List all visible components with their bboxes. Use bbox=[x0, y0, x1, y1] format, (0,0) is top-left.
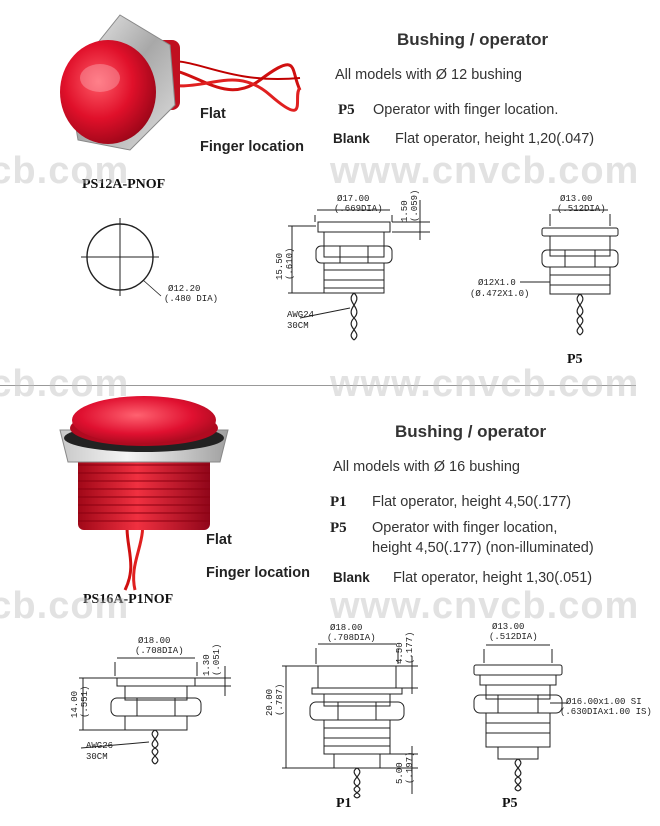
watermark-6: www.cnvcb.com bbox=[330, 585, 640, 627]
section-1: Flat Finger location PS12A-PNOF Bushing … bbox=[0, 0, 660, 385]
option-desc-p5-2: Operator with finger location, bbox=[372, 520, 558, 536]
p1-side-drawing bbox=[282, 643, 418, 799]
watermark-3: www.cnvcb.com bbox=[0, 363, 130, 405]
ps16a-side-drawing bbox=[79, 657, 231, 765]
option-desc-p5-2-line2: height 4,50(.177) (non-illuminated) bbox=[372, 540, 594, 556]
flat-label-1: Flat bbox=[200, 106, 226, 122]
p1-bottom-height-mm: 5.00 bbox=[395, 762, 405, 784]
option-desc-p1: Flat operator, height 4,50(.177) bbox=[372, 494, 572, 510]
ps16a-total-height-mm: 14.00 bbox=[70, 690, 80, 718]
ps12a-top-dia-in: (.669DIA) bbox=[334, 204, 383, 214]
p5-caption-1: P5 bbox=[567, 352, 583, 367]
p1-total-height-mm: 20.00 bbox=[265, 688, 275, 716]
flat-label-2: Flat bbox=[206, 532, 232, 548]
option-code-p1: P1 bbox=[330, 494, 347, 510]
watermark-1: www.cnvcb.com bbox=[0, 150, 130, 192]
ps12a-top-height-mm: 1.50 bbox=[400, 200, 410, 222]
option-code-p5-2: P5 bbox=[330, 520, 347, 536]
section-2: Flat Finger location PS16A-P1NOF Bushing… bbox=[0, 386, 660, 826]
ps16a-total-height-wrap: 14.00 bbox=[70, 691, 80, 718]
ps12a-total-height-in: (.610) bbox=[285, 247, 295, 280]
ps12a-total-height-wrap: 15.50 bbox=[275, 253, 285, 280]
option-desc-p5: Operator with finger location. bbox=[373, 102, 559, 118]
option-desc-blank-2: Flat operator, height 1,30(.051) bbox=[393, 570, 593, 586]
circle-dim-mm: Ø12.20 bbox=[168, 284, 201, 294]
ps16a-wire-length: 30CM bbox=[86, 752, 108, 762]
ps12a-product-photo bbox=[60, 14, 302, 151]
ps12a-total-height-mm: 15.50 bbox=[275, 252, 285, 280]
watermark-2: www.cnvcb.com bbox=[330, 150, 640, 192]
ps12a-side-drawing bbox=[288, 200, 430, 341]
p1-top-height-wrap: 4.50 bbox=[395, 642, 405, 664]
p5-1-thread-mm: Ø12X1.0 bbox=[478, 278, 516, 288]
section2-heading: Bushing / operator bbox=[395, 422, 547, 441]
model-name-ps16a: PS16A-P1NOF bbox=[83, 592, 174, 607]
p1-total-height-wrap: 20.00 bbox=[265, 689, 275, 716]
p1-bottom-height-in-wrap: (.197) bbox=[405, 752, 415, 784]
ps16a-wire-gauge: AWG26 bbox=[86, 741, 114, 751]
section-divider bbox=[0, 385, 636, 386]
ps16a-total-height-in: (.551) bbox=[80, 685, 90, 718]
section1-heading: Bushing / operator bbox=[397, 30, 549, 49]
ps16a-top-dia-mm: Ø18.00 bbox=[138, 636, 171, 646]
option-desc-blank: Flat operator, height 1,20(.047) bbox=[395, 131, 595, 147]
p1-top-dia-mm: Ø18.00 bbox=[330, 623, 363, 633]
p1-top-height-in: (.177) bbox=[405, 631, 415, 664]
p1-total-height-in: (.787) bbox=[275, 683, 285, 716]
p1-total-height-in-wrap: (.787) bbox=[275, 684, 285, 716]
p5-1-top-dia-in: (.512DIA) bbox=[557, 204, 606, 214]
section2-intro: All models with Ø 16 bushing bbox=[333, 459, 520, 475]
model-name-ps12a: PS12A-PNOF bbox=[82, 177, 166, 192]
ps12a-total-height-in-wrap: (.610) bbox=[285, 248, 295, 280]
ps16a-top-height-wrap: 1.30 bbox=[202, 654, 212, 676]
ps12a-top-dia-mm: Ø17.00 bbox=[337, 194, 370, 204]
watermark-4: www.cnvcb.com bbox=[330, 363, 640, 405]
ps16a-top-height-in: (.051) bbox=[212, 643, 222, 676]
ps16a-total-height-in-wrap: (.551) bbox=[80, 686, 90, 718]
p1-bottom-height-wrap: 5.00 bbox=[395, 762, 405, 784]
p5-2-top-dia-mm: Ø13.00 bbox=[492, 622, 525, 632]
p5-2-top-dia-in: (.512DIA) bbox=[489, 632, 538, 642]
p1-top-height-mm: 4.50 bbox=[395, 642, 405, 664]
option-code-blank: Blank bbox=[333, 131, 370, 146]
p5-side-drawing-1 bbox=[520, 209, 619, 336]
top-view-circle-diagram bbox=[81, 218, 162, 297]
ps16a-product-photo bbox=[59, 396, 229, 591]
finger-location-label-1: Finger location bbox=[200, 139, 304, 155]
section1-intro: All models with Ø 12 bushing bbox=[335, 67, 522, 83]
ps12a-wire-gauge: AWG24 bbox=[287, 310, 315, 320]
p5-side-drawing-2 bbox=[473, 644, 568, 792]
p5-caption-2: P5 bbox=[502, 796, 518, 811]
finger-location-label-2: Finger location bbox=[206, 565, 310, 581]
p1-top-height-in-wrap: (.177) bbox=[405, 632, 415, 664]
ps12a-top-height-in: (.059) bbox=[410, 189, 420, 222]
p1-bottom-height-in: (.197) bbox=[405, 751, 415, 784]
watermark-5: www.cnvcb.com bbox=[0, 585, 130, 627]
ps12a-top-height: 1.50 bbox=[400, 200, 410, 222]
ps16a-top-height-mm: 1.30 bbox=[202, 654, 212, 676]
option-code-blank-2: Blank bbox=[333, 570, 370, 585]
p1-caption: P1 bbox=[336, 796, 352, 811]
p1-top-dia-in: (.708DIA) bbox=[327, 633, 376, 643]
ps16a-top-dia-in: (.708DIA) bbox=[135, 646, 184, 656]
p5-1-thread-in: (Ø.472X1.0) bbox=[470, 289, 530, 299]
p5-1-top-dia-mm: Ø13.00 bbox=[560, 194, 593, 204]
p5-2-thread-in: (.630DIAx1.00 IS) bbox=[560, 707, 652, 717]
ps16a-top-height-in-wrap: (.051) bbox=[212, 644, 222, 676]
p5-2-thread-mm: Ø16.00x1.00 SI bbox=[566, 697, 642, 707]
option-code-p5: P5 bbox=[338, 102, 355, 118]
ps12a-top-height-in-wrap: (.059) bbox=[410, 190, 420, 222]
ps12a-wire-length: 30CM bbox=[287, 321, 309, 331]
circle-dim-in: (.480 DIA) bbox=[164, 294, 219, 304]
